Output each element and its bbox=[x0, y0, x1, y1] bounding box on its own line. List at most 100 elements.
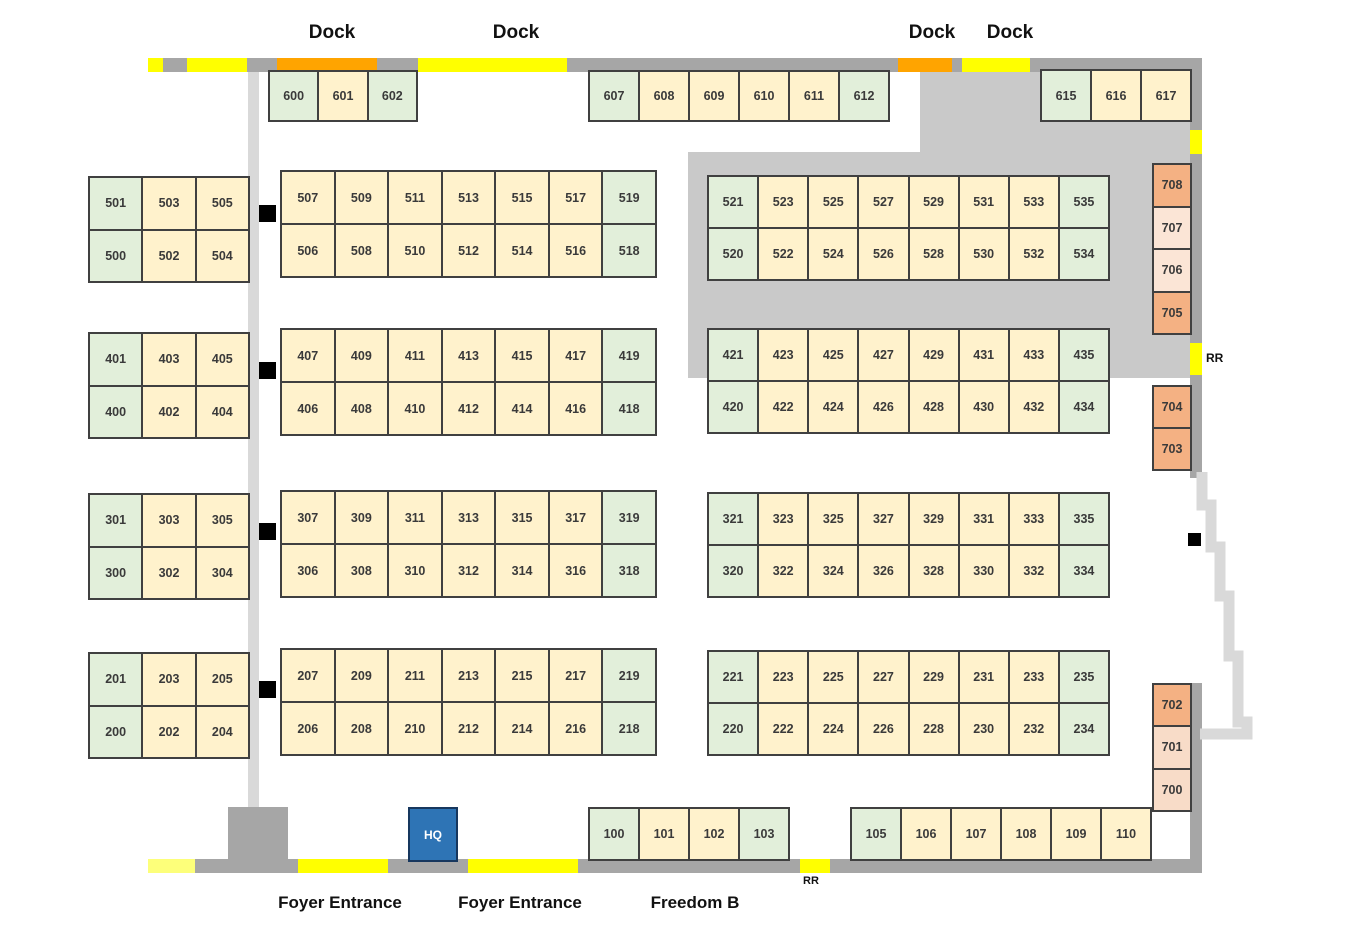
booth-228[interactable]: 228 bbox=[908, 703, 959, 755]
booth-216[interactable]: 216 bbox=[548, 702, 603, 755]
booth-220[interactable]: 220 bbox=[708, 703, 759, 755]
booth-200[interactable]: 200 bbox=[89, 705, 143, 758]
booth-433[interactable]: 433 bbox=[1008, 329, 1059, 381]
booth-205[interactable]: 205 bbox=[195, 653, 249, 706]
booth-519[interactable]: 519 bbox=[602, 171, 656, 224]
booth-107[interactable]: 107 bbox=[951, 808, 1001, 860]
booth-428[interactable]: 428 bbox=[908, 381, 959, 433]
booth-702[interactable]: 702 bbox=[1153, 684, 1191, 727]
booth-226[interactable]: 226 bbox=[858, 703, 909, 755]
booth-417[interactable]: 417 bbox=[548, 329, 603, 382]
booth-521[interactable]: 521 bbox=[708, 176, 759, 228]
booth-533[interactable]: 533 bbox=[1008, 176, 1059, 228]
booth-708[interactable]: 708 bbox=[1153, 164, 1191, 207]
booth-302[interactable]: 302 bbox=[142, 546, 196, 599]
booth-427[interactable]: 427 bbox=[858, 329, 909, 381]
booth-317[interactable]: 317 bbox=[548, 491, 603, 544]
booth-109[interactable]: 109 bbox=[1051, 808, 1101, 860]
booth-318[interactable]: 318 bbox=[602, 544, 656, 597]
booth-508[interactable]: 508 bbox=[334, 224, 389, 277]
booth-102[interactable]: 102 bbox=[689, 808, 739, 860]
booth-230[interactable]: 230 bbox=[958, 703, 1009, 755]
booth-305[interactable]: 305 bbox=[195, 494, 249, 547]
booth-335[interactable]: 335 bbox=[1058, 493, 1109, 545]
booth-324[interactable]: 324 bbox=[808, 545, 859, 597]
booth-421[interactable]: 421 bbox=[708, 329, 759, 381]
booth-504[interactable]: 504 bbox=[195, 229, 249, 282]
booth-414[interactable]: 414 bbox=[495, 382, 549, 435]
booth-320[interactable]: 320 bbox=[708, 545, 759, 597]
booth-425[interactable]: 425 bbox=[808, 329, 859, 381]
booth-528[interactable]: 528 bbox=[908, 228, 959, 280]
booth-424[interactable]: 424 bbox=[808, 381, 859, 433]
booth-514[interactable]: 514 bbox=[495, 224, 549, 277]
booth-233[interactable]: 233 bbox=[1008, 651, 1059, 703]
booth-322[interactable]: 322 bbox=[758, 545, 809, 597]
booth-501[interactable]: 501 bbox=[89, 177, 143, 230]
booth-313[interactable]: 313 bbox=[441, 491, 496, 544]
booth-701[interactable]: 701 bbox=[1153, 726, 1191, 769]
booth-526[interactable]: 526 bbox=[858, 228, 909, 280]
booth-219[interactable]: 219 bbox=[602, 649, 656, 702]
booth-503[interactable]: 503 bbox=[142, 177, 196, 230]
booth-330[interactable]: 330 bbox=[958, 545, 1009, 597]
booth-108[interactable]: 108 bbox=[1001, 808, 1051, 860]
booth-510[interactable]: 510 bbox=[388, 224, 442, 277]
booth-609[interactable]: 609 bbox=[689, 71, 739, 121]
booth-310[interactable]: 310 bbox=[388, 544, 442, 597]
booth-319[interactable]: 319 bbox=[602, 491, 656, 544]
booth-527[interactable]: 527 bbox=[858, 176, 909, 228]
booth-611[interactable]: 611 bbox=[789, 71, 839, 121]
booth-415[interactable]: 415 bbox=[495, 329, 549, 382]
booth-208[interactable]: 208 bbox=[334, 702, 389, 755]
booth-407[interactable]: 407 bbox=[281, 329, 335, 382]
booth-406[interactable]: 406 bbox=[281, 382, 335, 435]
booth-608[interactable]: 608 bbox=[639, 71, 689, 121]
booth-607[interactable]: 607 bbox=[589, 71, 639, 121]
booth-520[interactable]: 520 bbox=[708, 228, 759, 280]
booth-308[interactable]: 308 bbox=[334, 544, 389, 597]
booth-329[interactable]: 329 bbox=[908, 493, 959, 545]
booth-511[interactable]: 511 bbox=[388, 171, 442, 224]
booth-309[interactable]: 309 bbox=[334, 491, 389, 544]
booth-217[interactable]: 217 bbox=[548, 649, 603, 702]
booth-206[interactable]: 206 bbox=[281, 702, 335, 755]
booth-312[interactable]: 312 bbox=[441, 544, 496, 597]
booth-524[interactable]: 524 bbox=[808, 228, 859, 280]
booth-615[interactable]: 615 bbox=[1041, 70, 1091, 121]
booth-223[interactable]: 223 bbox=[758, 651, 809, 703]
booth-429[interactable]: 429 bbox=[908, 329, 959, 381]
booth-209[interactable]: 209 bbox=[334, 649, 389, 702]
booth-532[interactable]: 532 bbox=[1008, 228, 1059, 280]
booth-231[interactable]: 231 bbox=[958, 651, 1009, 703]
booth-332[interactable]: 332 bbox=[1008, 545, 1059, 597]
booth-420[interactable]: 420 bbox=[708, 381, 759, 433]
booth-530[interactable]: 530 bbox=[958, 228, 1009, 280]
booth-204[interactable]: 204 bbox=[195, 705, 249, 758]
booth-500[interactable]: 500 bbox=[89, 229, 143, 282]
booth-400[interactable]: 400 bbox=[89, 385, 143, 438]
booth-531[interactable]: 531 bbox=[958, 176, 1009, 228]
booth-617[interactable]: 617 bbox=[1141, 70, 1191, 121]
booth-418[interactable]: 418 bbox=[602, 382, 656, 435]
booth-315[interactable]: 315 bbox=[495, 491, 549, 544]
booth-227[interactable]: 227 bbox=[858, 651, 909, 703]
booth-529[interactable]: 529 bbox=[908, 176, 959, 228]
booth-402[interactable]: 402 bbox=[142, 385, 196, 438]
booth-534[interactable]: 534 bbox=[1058, 228, 1109, 280]
booth-426[interactable]: 426 bbox=[858, 381, 909, 433]
booth-100[interactable]: 100 bbox=[589, 808, 639, 860]
booth-212[interactable]: 212 bbox=[441, 702, 496, 755]
booth-616[interactable]: 616 bbox=[1091, 70, 1141, 121]
booth-105[interactable]: 105 bbox=[851, 808, 901, 860]
booth-706[interactable]: 706 bbox=[1153, 249, 1191, 292]
booth-321[interactable]: 321 bbox=[708, 493, 759, 545]
booth-hq[interactable]: HQ bbox=[408, 807, 458, 862]
booth-405[interactable]: 405 bbox=[195, 333, 249, 386]
booth-203[interactable]: 203 bbox=[142, 653, 196, 706]
booth-434[interactable]: 434 bbox=[1058, 381, 1109, 433]
booth-517[interactable]: 517 bbox=[548, 171, 603, 224]
booth-430[interactable]: 430 bbox=[958, 381, 1009, 433]
booth-525[interactable]: 525 bbox=[808, 176, 859, 228]
booth-600[interactable]: 600 bbox=[269, 71, 319, 121]
